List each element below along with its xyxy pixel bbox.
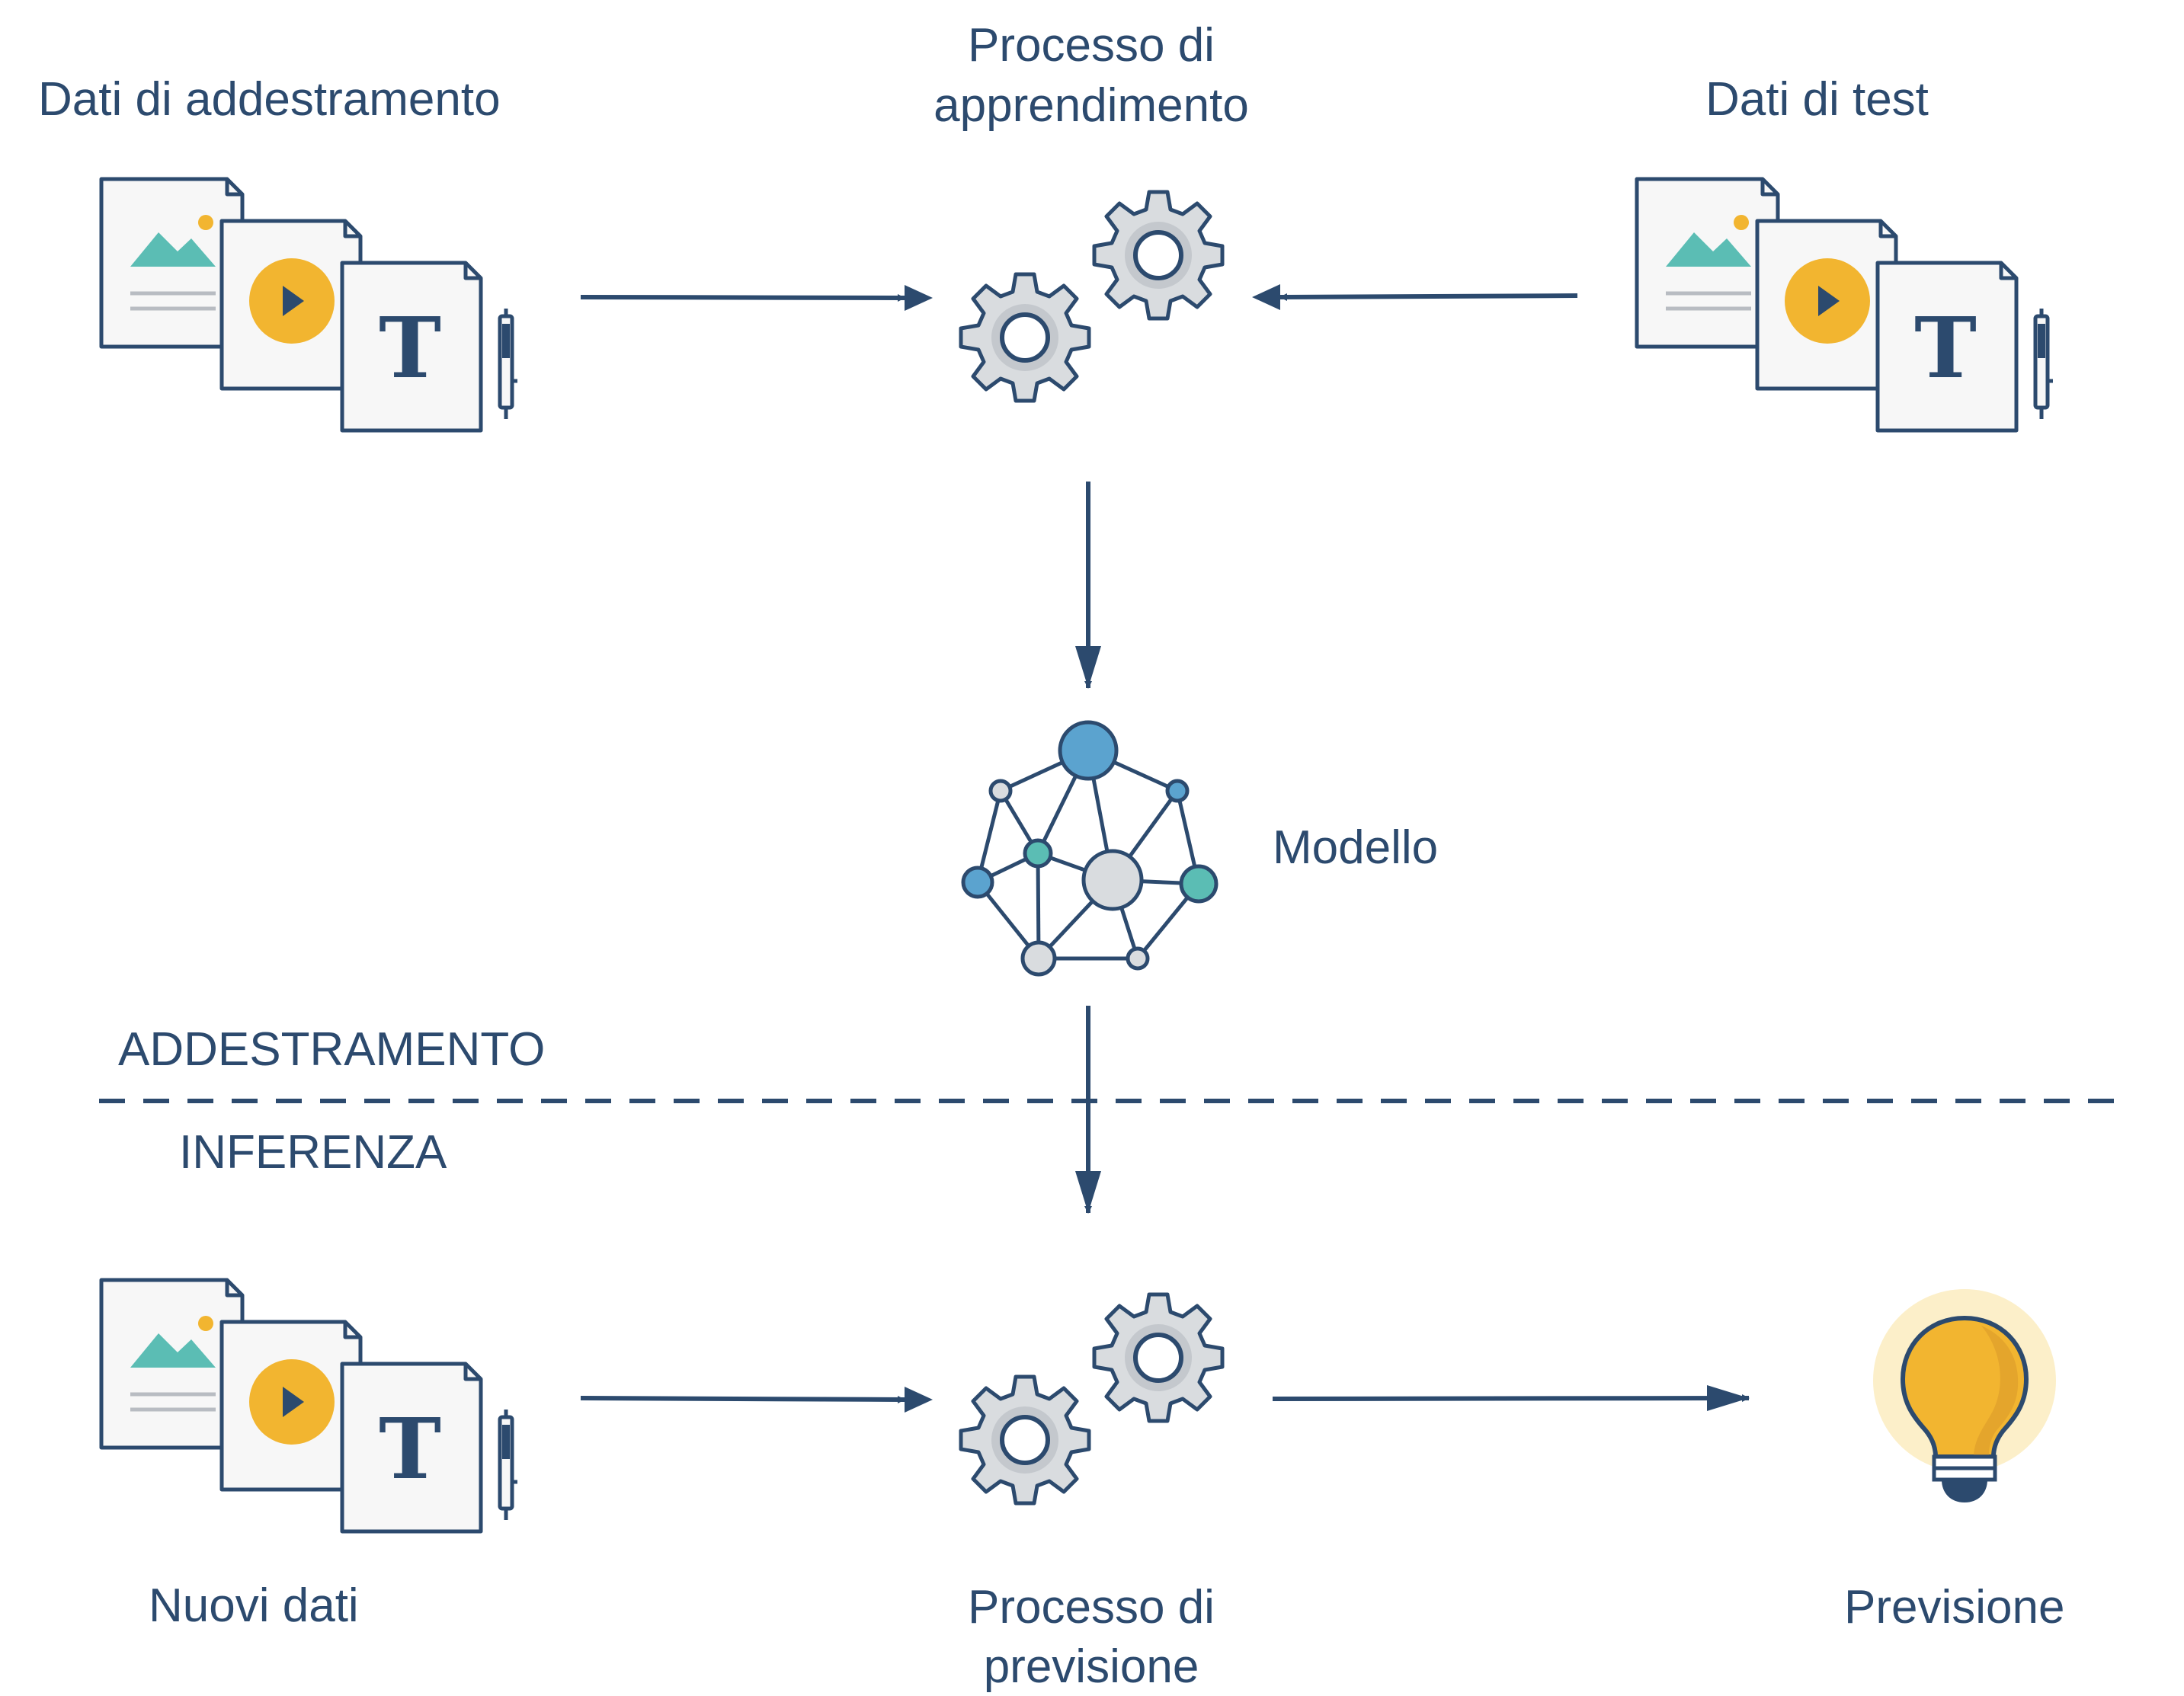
test-data-label: Dati di test: [1705, 73, 1929, 126]
prediction-process-label-line2: previsione: [983, 1640, 1199, 1693]
learning-process-label-line1: Processo di: [968, 19, 1215, 72]
gears-icon-learning: [961, 192, 1222, 401]
training-data-label: Dati di addestramento: [38, 73, 501, 126]
arrow-test-to-learning: [1279, 293, 1578, 301]
learning-process-label-line2: apprendimento: [933, 79, 1249, 132]
arrow-prediction-process-to-prediction: [1272, 1394, 1750, 1403]
model-label: Modello: [1273, 821, 1439, 874]
prediction-process-label-line1: Processo di: [968, 1581, 1215, 1634]
gears-icon-prediction: [961, 1294, 1222, 1503]
document-stack-icon-new-data: [101, 1280, 517, 1531]
new-data-label: Nuovi dati: [149, 1579, 359, 1632]
arrow-training-to-learning: [580, 293, 905, 302]
prediction-label: Previsione: [1844, 1581, 2065, 1634]
document-stack-icon-test: [1637, 179, 2053, 430]
inference-phase-label: INFERENZA: [179, 1126, 447, 1179]
training-phase-label: ADDESTRAMENTO: [118, 1023, 546, 1076]
arrow-newdata-to-prediction-process: [580, 1395, 905, 1403]
document-stack-icon-training: [101, 179, 517, 430]
neural-network-icon: [961, 720, 1218, 977]
lightbulb-icon: [1873, 1289, 2056, 1502]
